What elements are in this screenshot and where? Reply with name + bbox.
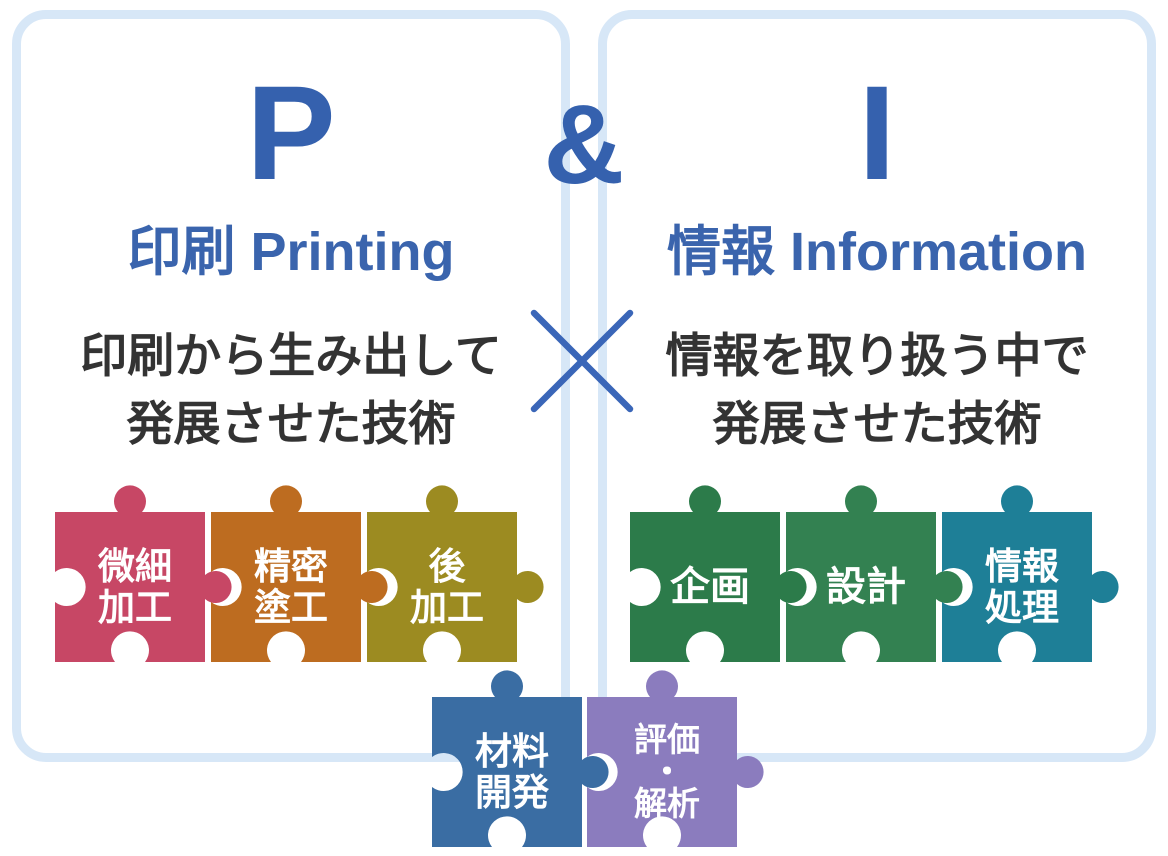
multiply-cross-icon: [530, 309, 634, 413]
puzzle-piece-planning: 企画: [600, 482, 810, 692]
puzzle-piece-evaluation-analysis: 評価 ・ 解析: [557, 667, 767, 856]
information-description: 情報を取り扱う中で 発展させた技術: [665, 329, 1089, 450]
puzzle-piece-label: 設計: [826, 565, 906, 609]
letter-i: I: [858, 59, 896, 208]
puzzle-piece-information-processing: 情報 処理: [912, 482, 1122, 692]
ampersand: &: [543, 82, 625, 207]
puzzle-piece-label: 微細 加工: [98, 545, 172, 628]
puzzle-piece-fine-processing: 微細 加工: [25, 482, 235, 692]
printing-description: 印刷から生み出して 発展させた技術: [80, 329, 502, 450]
printing-heading: 印刷 Printing: [127, 221, 455, 282]
puzzle-piece-design: 設計: [756, 482, 966, 692]
puzzle-piece-label: 情報 処理: [985, 545, 1059, 628]
letter-p: P: [246, 59, 336, 208]
puzzle-piece-post-processing: 後 加工: [337, 482, 547, 692]
puzzle-piece-label: 精密 塗工: [254, 545, 328, 628]
puzzle-piece-label: 企画: [670, 565, 750, 609]
puzzle-piece-precision-coating: 精密 塗工: [181, 482, 391, 692]
information-heading: 情報 Information: [667, 221, 1087, 282]
puzzle-piece-label: 評価 ・ 解析: [634, 720, 700, 823]
puzzle-piece-materials-development: 材料 開発: [402, 667, 612, 856]
puzzle-piece-label: 後 加工: [410, 545, 484, 628]
puzzle-piece-label: 材料 開発: [475, 730, 549, 813]
cross-line-2: [530, 309, 634, 413]
